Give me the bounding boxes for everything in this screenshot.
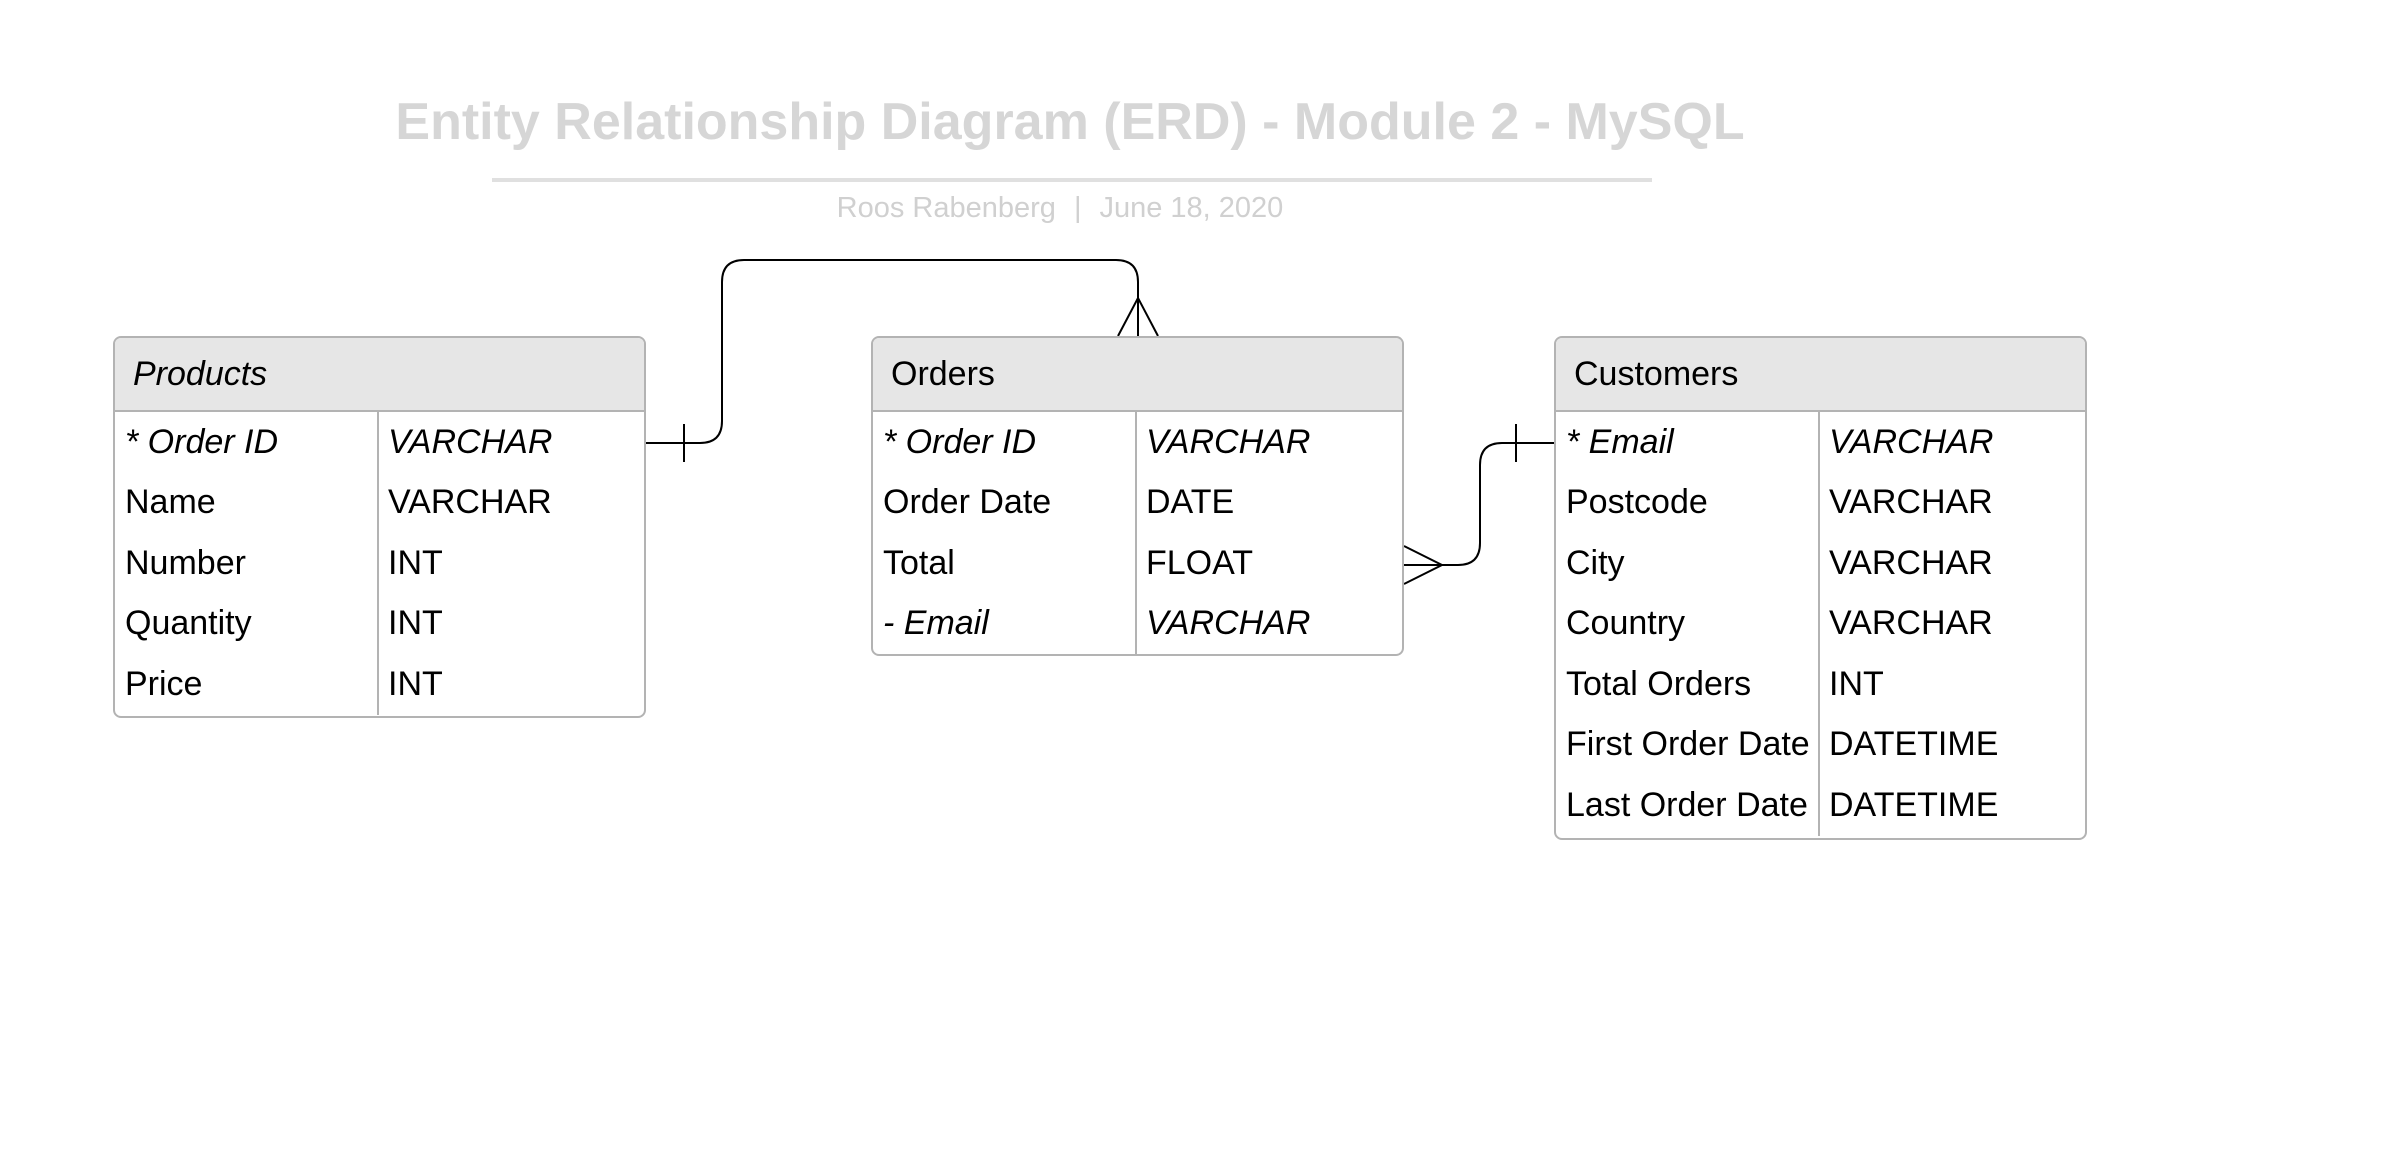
field-row[interactable]: Total Orders INT <box>1556 654 2085 715</box>
field-name: Total Orders <box>1566 664 1752 703</box>
field-name: * Order ID <box>125 422 279 461</box>
field-name: Total <box>883 543 955 582</box>
field-row[interactable]: * Order ID VARCHAR <box>115 412 644 473</box>
subtitle-separator: | <box>1073 192 1082 224</box>
field-type: VARCHAR <box>1829 543 1993 582</box>
field-name: Price <box>125 664 203 703</box>
field-name: Order Date <box>883 483 1052 522</box>
field-name: First Order Date <box>1566 725 1810 764</box>
field-type: INT <box>1829 664 1884 703</box>
field-row[interactable]: First Order Date DATETIME <box>1556 715 2085 776</box>
entity-products-title: Products <box>115 338 644 412</box>
field-type: VARCHAR <box>1829 483 1993 522</box>
field-type: VARCHAR <box>1829 604 1993 643</box>
field-row[interactable]: Quantity INT <box>115 594 644 655</box>
orders-many-marker-right <box>1403 545 1445 585</box>
field-type: VARCHAR <box>1146 422 1311 461</box>
field-type: DATETIME <box>1829 725 1999 764</box>
diagram-title: Entity Relationship Diagram (ERD) - Modu… <box>395 93 1745 151</box>
field-row[interactable]: Total FLOAT <box>873 533 1402 594</box>
field-row[interactable]: Number INT <box>115 533 644 594</box>
field-name: Postcode <box>1566 483 1708 522</box>
field-type: INT <box>388 664 443 703</box>
field-row[interactable]: Country VARCHAR <box>1556 594 2085 655</box>
entity-products[interactable]: Products * Order ID VARCHAR Name VARCHAR… <box>113 336 646 718</box>
field-name: Quantity <box>125 604 252 643</box>
entity-customers[interactable]: Customers * Email VARCHAR Postcode VARCH… <box>1554 336 2087 840</box>
field-row[interactable]: Postcode VARCHAR <box>1556 473 2085 534</box>
field-type: INT <box>388 543 443 582</box>
field-name: - Email <box>883 604 989 643</box>
column-divider <box>377 412 379 715</box>
field-row[interactable]: * Order ID VARCHAR <box>873 412 1402 473</box>
field-row[interactable]: Name VARCHAR <box>115 473 644 534</box>
field-row[interactable]: - Email VARCHAR <box>873 594 1402 655</box>
field-name: City <box>1566 543 1625 582</box>
column-divider <box>1135 412 1137 654</box>
entity-orders[interactable]: Orders * Order ID VARCHAR Order Date DAT… <box>871 336 1404 656</box>
field-name: Name <box>125 483 216 522</box>
orders-many-marker-top <box>1117 295 1159 337</box>
field-row[interactable]: * Email VARCHAR <box>1556 412 2085 473</box>
field-name: Number <box>125 543 246 582</box>
field-type: DATETIME <box>1829 785 1999 824</box>
field-type: VARCHAR <box>388 422 553 461</box>
column-divider <box>1818 412 1820 836</box>
diagram-subtitle: Roos Rabenberg | June 18, 2020 <box>660 192 1460 225</box>
entity-orders-title: Orders <box>873 338 1402 412</box>
field-row[interactable]: Order Date DATE <box>873 473 1402 534</box>
field-type: VARCHAR <box>388 483 552 522</box>
field-type: INT <box>388 604 443 643</box>
field-row[interactable]: Last Order Date DATETIME <box>1556 775 2085 836</box>
field-name: Last Order Date <box>1566 785 1808 824</box>
field-name: * Order ID <box>883 422 1037 461</box>
entity-customers-title: Customers <box>1556 338 2085 412</box>
field-type: VARCHAR <box>1146 604 1311 643</box>
field-type: VARCHAR <box>1829 422 1994 461</box>
field-row[interactable]: City VARCHAR <box>1556 533 2085 594</box>
title-divider <box>492 178 1652 182</box>
field-type: DATE <box>1146 483 1235 522</box>
field-row[interactable]: Price INT <box>115 654 644 715</box>
field-type: FLOAT <box>1146 543 1254 582</box>
author-name: Roos Rabenberg <box>836 192 1056 224</box>
field-name: * Email <box>1566 422 1674 461</box>
field-name: Country <box>1566 604 1686 643</box>
customers-orders-connector[interactable] <box>1404 442 1555 566</box>
diagram-date: June 18, 2020 <box>1099 192 1284 224</box>
products-orders-connector[interactable] <box>645 259 1139 444</box>
